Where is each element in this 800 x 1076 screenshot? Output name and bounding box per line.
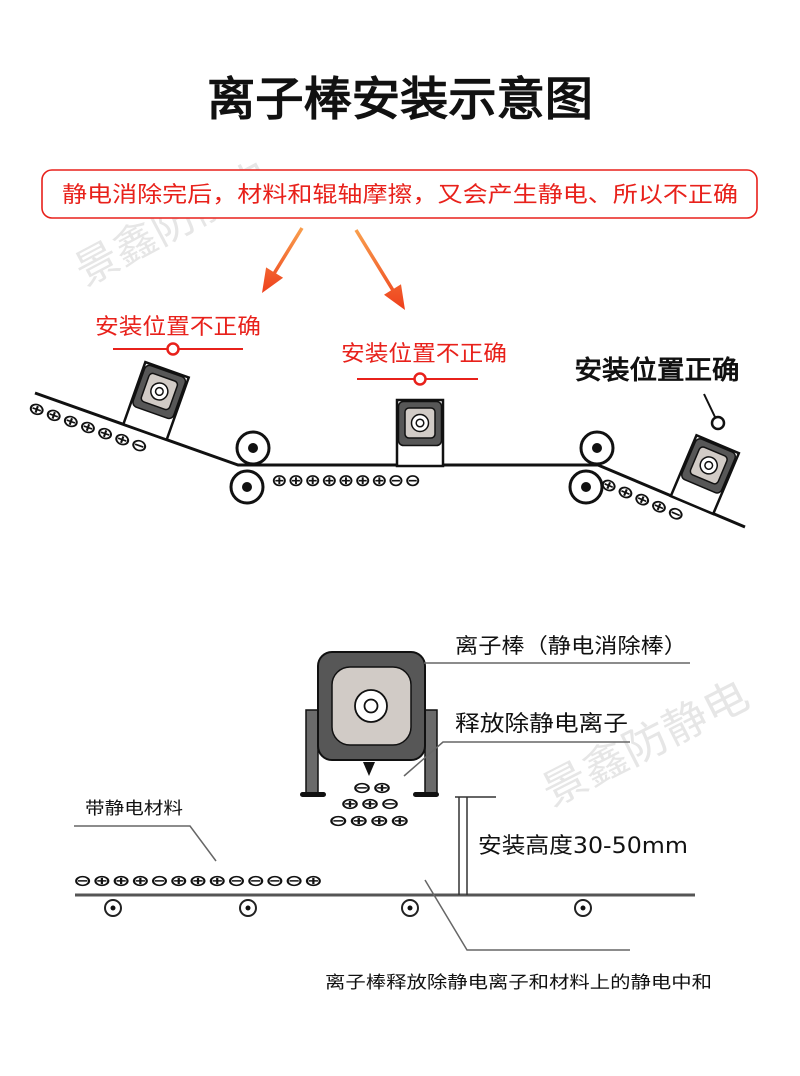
label-position-1: 安装位置不正确: [95, 315, 261, 356]
ion-bar-emitter-core: [363, 698, 379, 714]
notice-text: 静电消除完后，材料和辊轴摩擦，又会产生静电、所以不正确: [62, 183, 738, 208]
roller-left-bottom: [229, 469, 265, 505]
position-3-label: 安装位置正确: [575, 355, 740, 386]
page-title: 离子棒安装示意图: [207, 72, 593, 126]
roller-bottom-2: [239, 899, 257, 917]
installation-height-label: 安装高度30-50mm: [478, 834, 688, 859]
label-position-3: 安装位置正确: [575, 355, 740, 431]
position-1-marker: [166, 342, 180, 356]
roller-bottom-1: [104, 899, 122, 917]
emitted-ions-row-1: ⊖⊕: [352, 778, 392, 797]
roller-right-bottom: [568, 469, 604, 505]
notice-box: 静电消除完后，材料和辊轴摩擦，又会产生静电、所以不正确: [41, 169, 758, 219]
notice-box-border: [41, 169, 758, 219]
position-3-marker: [710, 415, 726, 431]
height-dimension-marker: [455, 796, 496, 895]
charged-material-label-leader: [74, 825, 217, 862]
ion-emission-pointer-icon: [363, 762, 375, 776]
ion-bar-right-foot: [413, 792, 439, 797]
watermark-bottom-right: 景鑫防静电: [534, 670, 757, 816]
emitted-ions-row-3: ⊖⊕⊕⊕: [328, 811, 410, 830]
emitted-ions-row-2: ⊕⊕⊖: [340, 794, 400, 813]
arrow-to-position-2: [354, 229, 405, 310]
ion-bar-front-view: [300, 651, 439, 797]
roller-left-top: [235, 430, 271, 466]
charges-position-3: ⊕⊕⊕⊕⊖: [596, 473, 688, 527]
ion-bar-position-1: [122, 360, 190, 441]
charges-position-2: ⊕⊕⊕⊕⊕⊕⊕⊖⊖: [271, 471, 421, 491]
position-2-label: 安装位置不正确: [341, 342, 507, 367]
position-2-marker: [413, 372, 427, 386]
ion-bar-position-3: [669, 434, 741, 516]
ion-bar-position-2: [395, 398, 445, 468]
material-charges: ⊖⊕⊕⊕⊖⊕⊕⊕⊖⊖⊖⊖⊕: [73, 871, 323, 890]
roller-right-top: [579, 430, 615, 466]
roller-bottom-3: [401, 899, 419, 917]
position-1-label: 安装位置不正确: [95, 315, 261, 340]
neutralize-caption: 离子棒释放除静电离子和材料上的静电中和: [325, 973, 712, 993]
neutralize-caption-leader: [424, 879, 630, 951]
position-3-pointer-line: [703, 393, 716, 418]
ion-release-label: 释放除静电离子: [455, 712, 628, 737]
ion-bar-emitter-ring: [354, 689, 388, 723]
charged-material-label: 带静电材料: [85, 799, 183, 819]
ion-bar-label: 离子棒（静电消除棒）: [455, 634, 687, 658]
arrow-to-position-1: [262, 227, 304, 293]
roller-bottom-4: [574, 899, 592, 917]
ion-bar-left-foot: [300, 792, 326, 797]
ion-bar-left-leg: [305, 709, 319, 795]
ion-release-label-leader: [403, 741, 630, 777]
label-position-2: 安装位置不正确: [341, 342, 507, 386]
